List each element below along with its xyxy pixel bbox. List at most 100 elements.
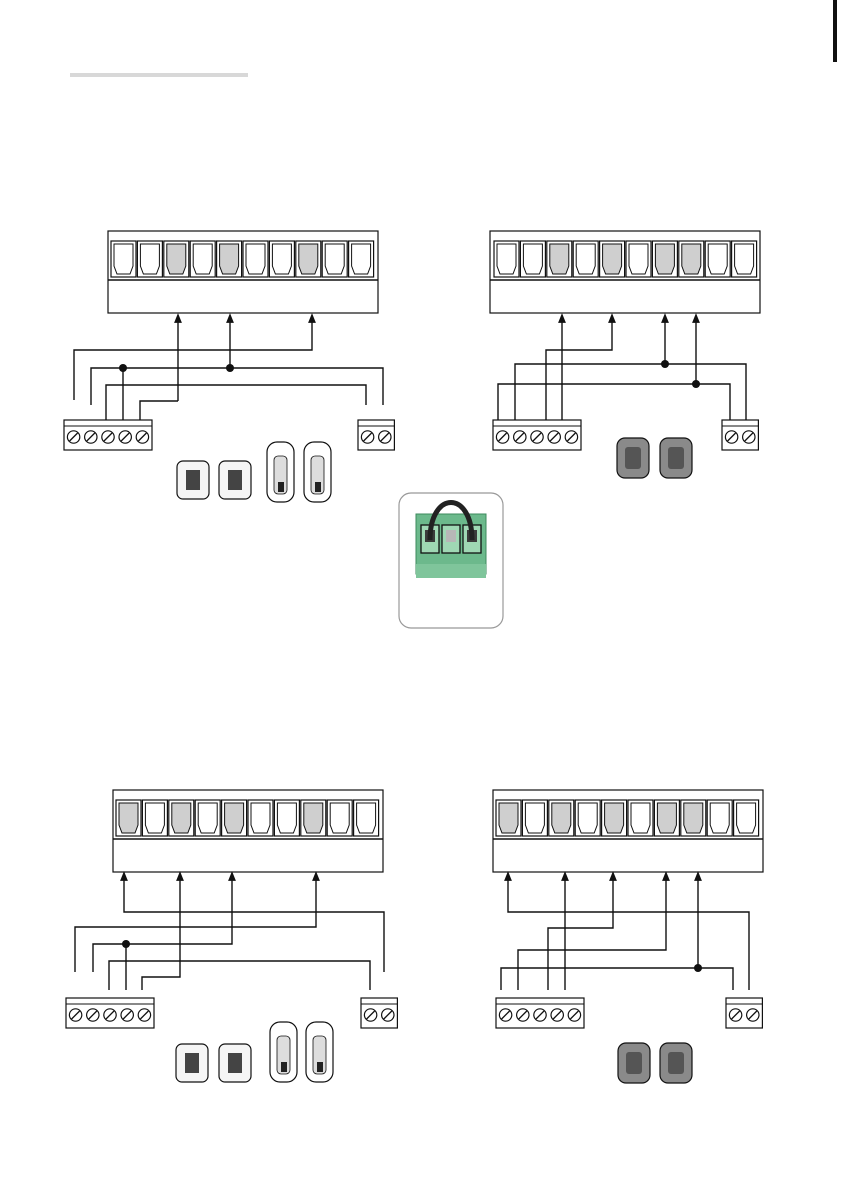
terminal-slot (522, 800, 547, 836)
screw-terminal (514, 431, 526, 443)
junction-dot (119, 364, 127, 372)
terminal-slot (301, 800, 326, 836)
terminal-slot (652, 241, 677, 277)
terminal-slot (679, 241, 704, 277)
screw-terminal (551, 1009, 563, 1021)
green-connector (416, 514, 486, 578)
diagram-bottom-right (493, 790, 763, 1083)
terminal-slot (549, 800, 574, 836)
screw-terminal (496, 431, 508, 443)
jumper-inset (399, 493, 503, 628)
screw-terminal (67, 431, 79, 443)
terminal-slot (575, 800, 600, 836)
terminal-slot (354, 800, 379, 836)
terminal-slot (195, 800, 220, 836)
junction-dot (122, 940, 130, 948)
control-terminal-block (493, 790, 763, 872)
screw-terminal (531, 431, 543, 443)
header-rule (70, 73, 248, 77)
terminal-slot (327, 800, 352, 836)
photocell-pair-icon (176, 1044, 251, 1082)
column-photocell-icon (267, 442, 331, 502)
terminal-slot (164, 241, 189, 277)
control-terminal-block (490, 231, 760, 313)
terminal-slot (116, 800, 141, 836)
terminal-slot (349, 241, 374, 277)
control-terminal-block (108, 231, 378, 313)
screw-terminal (69, 1009, 81, 1021)
terminal-slot (322, 241, 347, 277)
terminal-slot (732, 241, 757, 277)
screw-terminal (104, 1009, 116, 1021)
terminal-slot (222, 800, 247, 836)
terminal-slot (654, 800, 679, 836)
screw-terminal (517, 1009, 529, 1021)
wall-photocell-pair-icon (618, 1043, 692, 1083)
screw-terminal (565, 431, 577, 443)
terminal-slot (600, 241, 625, 277)
junction-dot (226, 364, 234, 372)
terminal-slot (494, 241, 519, 277)
screw-terminal (379, 431, 391, 443)
terminal-slot (169, 800, 194, 836)
terminal-slot (573, 241, 598, 277)
screw-terminal (534, 1009, 546, 1021)
photocell-pair-icon (177, 461, 251, 499)
junction-dot (694, 964, 702, 972)
screw-terminal (102, 431, 114, 443)
wall-photocell-pair-icon (617, 438, 692, 478)
junction-dot (692, 380, 700, 388)
screw-terminal (568, 1009, 580, 1021)
screw-terminal (87, 1009, 99, 1021)
transmitter-terminal (358, 420, 394, 450)
terminal-slot (626, 241, 651, 277)
screw-terminal (743, 431, 755, 443)
terminal-slot (547, 241, 572, 277)
terminal-slot (296, 241, 321, 277)
receiver-terminal (496, 998, 584, 1028)
terminal-slot (243, 241, 268, 277)
screw-terminal (725, 431, 737, 443)
terminal-slot (496, 800, 521, 836)
diagram-top-left (64, 231, 394, 502)
wiring (501, 876, 749, 990)
terminal-slot (248, 800, 273, 836)
terminal-slot (111, 241, 136, 277)
screw-terminal (747, 1009, 759, 1021)
wiring (75, 876, 384, 990)
screw-terminal (499, 1009, 511, 1021)
junction-dot (661, 360, 669, 368)
page-edge-bar (833, 0, 837, 62)
receiver-terminal (64, 420, 152, 450)
transmitter-terminal (361, 998, 397, 1028)
diagram-bottom-left (66, 790, 397, 1082)
screw-terminal (119, 431, 131, 443)
terminal-slot (705, 241, 730, 277)
screw-terminal (729, 1009, 741, 1021)
screw-terminal (548, 431, 560, 443)
screw-terminal (136, 431, 148, 443)
transmitter-terminal (722, 420, 758, 450)
control-terminal-block (113, 790, 383, 872)
terminal-slot (628, 800, 653, 836)
screw-terminal (85, 431, 97, 443)
transmitter-terminal (726, 998, 762, 1028)
terminal-slot (707, 800, 732, 836)
wiring (498, 318, 746, 420)
receiver-terminal (493, 420, 581, 450)
terminal-slot (734, 800, 759, 836)
screw-terminal (361, 431, 373, 443)
screw-terminal (121, 1009, 133, 1021)
screw-terminal (138, 1009, 150, 1021)
terminal-slot (602, 800, 627, 836)
wiring (74, 318, 383, 420)
column-photocell-icon (270, 1022, 333, 1082)
terminal-slot (274, 800, 299, 836)
diagram-top-right (490, 231, 760, 478)
terminal-slot (137, 241, 162, 277)
terminal-slot (142, 800, 167, 836)
terminal-slot (269, 241, 294, 277)
terminal-slot (520, 241, 545, 277)
terminal-slot (190, 241, 215, 277)
